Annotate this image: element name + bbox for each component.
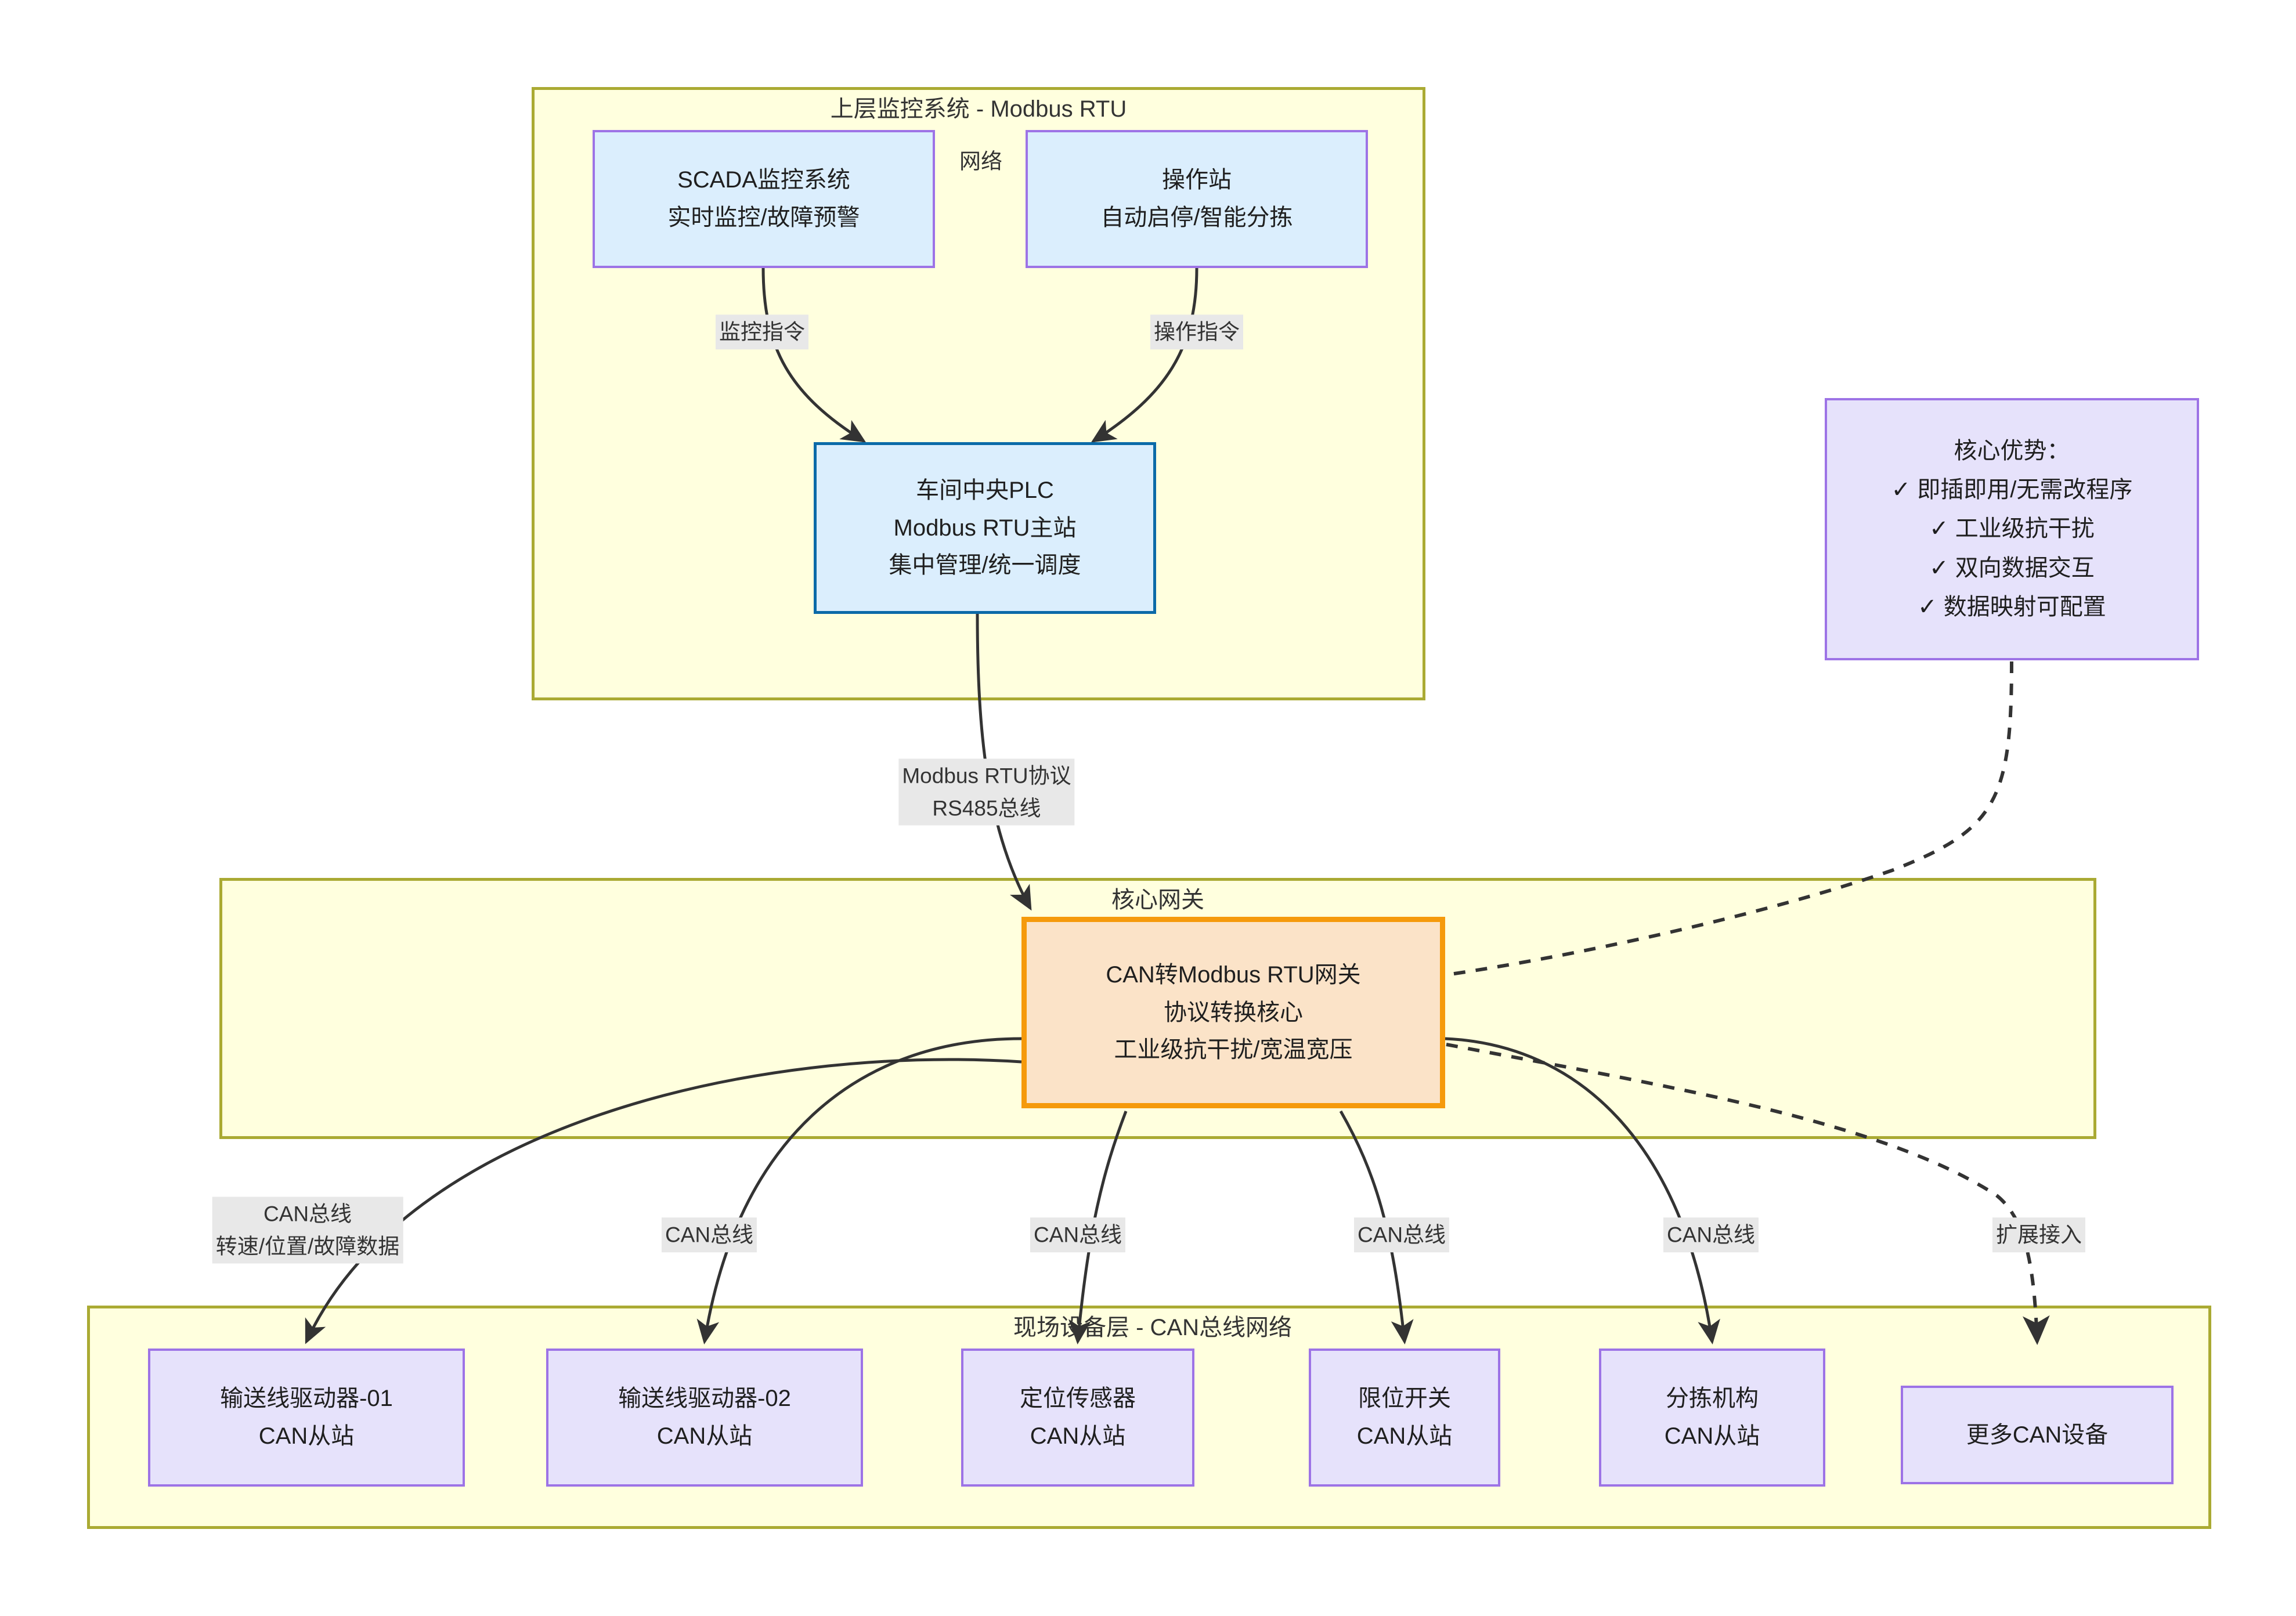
node-scada-line1: SCADA监控系统 (677, 167, 850, 193)
edge-label-can-bus-5: CAN总线 (1663, 1217, 1759, 1252)
node-plc-line1: 车间中央PLC (916, 477, 1054, 503)
node-operator-station[interactable]: 操作站 自动启停/智能分拣 (1026, 130, 1368, 268)
edge-label-can-bus-2: CAN总线 (661, 1217, 757, 1252)
node-scada[interactable]: SCADA监控系统 实时监控/故障预警 (593, 130, 935, 268)
node-gateway-line3: 工业级抗干扰/宽温宽压 (1114, 1037, 1353, 1063)
device-1-line2: CAN从站 (258, 1423, 355, 1449)
device-3-line1: 定位传感器 (1020, 1386, 1136, 1412)
node-core-advantages[interactable]: 核心优势： ✓ 即插即用/无需改程序 ✓ 工业级抗干扰 ✓ 双向数据交互 ✓ 数… (1825, 398, 2199, 660)
advantages-title: 核心优势： (1954, 438, 2070, 464)
device-4-line2: CAN从站 (1356, 1423, 1453, 1449)
device-1-line1: 输送线驱动器-01 (220, 1386, 393, 1412)
node-central-plc[interactable]: 车间中央PLC Modbus RTU主站 集中管理/统一调度 (814, 442, 1156, 614)
node-operator-line2: 自动启停/智能分拣 (1100, 205, 1293, 230)
node-device-more-can-devices[interactable]: 更多CAN设备 (1901, 1386, 2174, 1484)
device-5-line2: CAN从站 (1664, 1423, 1760, 1449)
cluster-title-gateway: 核心网关 (1111, 887, 1204, 913)
node-device-conveyor-driver-02[interactable]: 输送线驱动器-02 CAN从站 (546, 1349, 863, 1487)
edge-label-expand-access: 扩展接入 (1992, 1217, 2085, 1252)
edge-label-can-bus-3: CAN总线 (1030, 1217, 1126, 1252)
device-6-line1: 更多CAN设备 (1966, 1422, 2109, 1448)
advantages-item-2: ✓ 工业级抗干扰 (1929, 516, 2095, 542)
cluster-title-field: 现场设备层 - CAN总线网络 (1013, 1315, 1292, 1340)
node-device-limit-switch[interactable]: 限位开关 CAN从站 (1309, 1349, 1500, 1487)
device-3-line2: CAN从站 (1030, 1423, 1126, 1449)
edge-label-operate-command: 操作指令 (1150, 314, 1243, 349)
cluster-title-upper: 上层监控系统 - Modbus RTU (830, 96, 1127, 122)
node-gateway-line2: 协议转换核心 (1164, 999, 1303, 1025)
edge-label-can-bus-4: CAN总线 (1353, 1217, 1450, 1252)
node-gateway-line1: CAN转Modbus RTU网关 (1106, 961, 1361, 988)
node-can-modbus-gateway[interactable]: CAN转Modbus RTU网关 协议转换核心 工业级抗干扰/宽温宽压 (1021, 917, 1445, 1108)
edge-label-network: 网络 (959, 149, 1002, 173)
device-2-line1: 输送线驱动器-02 (618, 1386, 791, 1412)
device-4-line1: 限位开关 (1358, 1386, 1451, 1412)
node-operator-line1: 操作站 (1162, 167, 1232, 193)
device-2-line2: CAN从站 (656, 1423, 753, 1449)
edge-label-modbus-rs485: Modbus RTU协议 RS485总线 (898, 758, 1075, 826)
advantages-item-4: ✓ 数据映射可配置 (1918, 594, 2106, 620)
node-device-position-sensor[interactable]: 定位传感器 CAN从站 (961, 1349, 1194, 1487)
edge-label-can-bus-1: CAN总线 转速/位置/故障数据 (212, 1196, 403, 1264)
node-device-conveyor-driver-01[interactable]: 输送线驱动器-01 CAN从站 (148, 1349, 465, 1487)
node-plc-line3: 集中管理/统一调度 (889, 552, 1081, 579)
device-5-line1: 分拣机构 (1666, 1386, 1759, 1412)
advantages-item-1: ✓ 即插即用/无需改程序 (1891, 477, 2133, 503)
node-plc-line2: Modbus RTU主站 (893, 515, 1077, 541)
advantages-item-3: ✓ 双向数据交互 (1929, 555, 2095, 581)
node-device-sorting-mechanism[interactable]: 分拣机构 CAN从站 (1599, 1349, 1825, 1487)
edge-label-monitor-command: 监控指令 (716, 314, 808, 349)
node-scada-line2: 实时监控/故障预警 (667, 205, 860, 230)
